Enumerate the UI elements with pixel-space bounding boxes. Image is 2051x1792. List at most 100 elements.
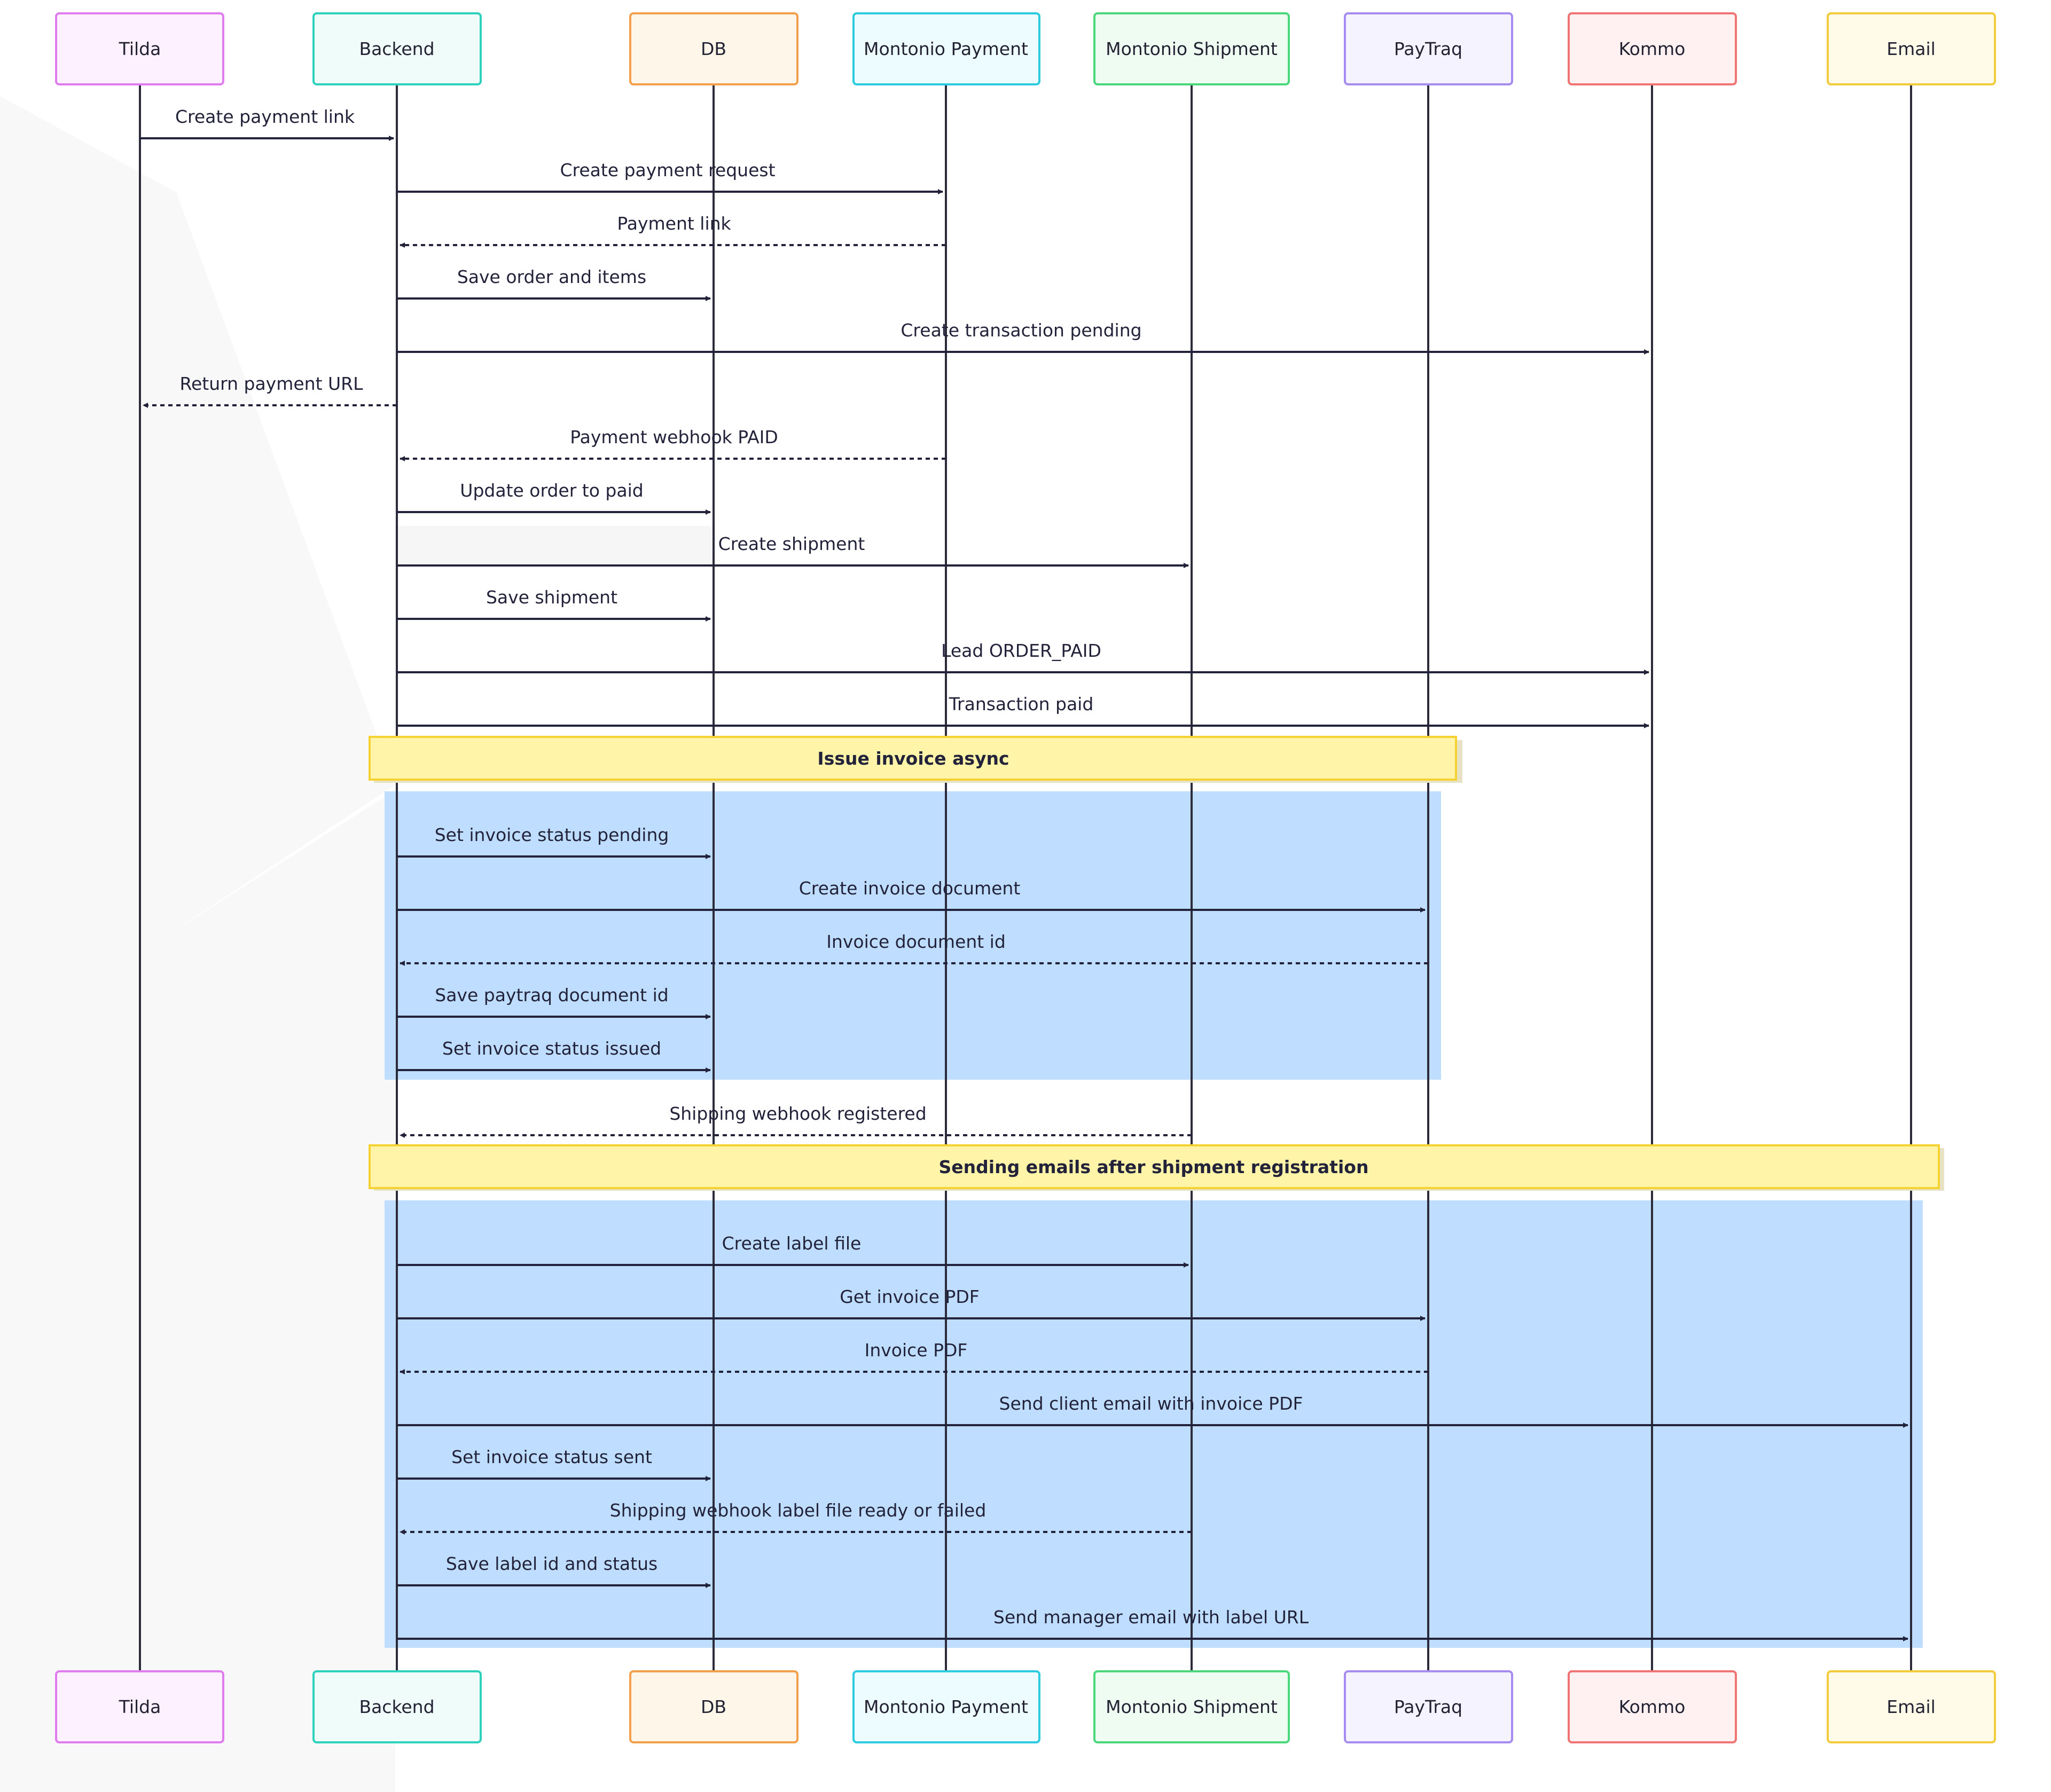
message-transaction-paid: Transaction paid (397, 694, 1649, 728)
message-label: Shipping webhook registered (669, 1103, 926, 1124)
message-create-label-file: Create label file (397, 1233, 1189, 1268)
note-issue-invoice-label: Issue invoice async (817, 748, 1009, 769)
actor-paytraq-top[interactable]: PayTraq (1344, 12, 1513, 85)
actor-label: Kommo (1619, 1696, 1686, 1717)
actor-montonio-payment-top[interactable]: Montonio Payment (852, 12, 1040, 85)
actor-db-bottom[interactable]: DB (629, 1670, 799, 1743)
message-shipping-webhook-label: Shipping webhook label file ready or fai… (400, 1500, 1192, 1535)
actor-box (312, 1670, 482, 1743)
message-invoice-pdf: Invoice PDF (400, 1340, 1428, 1374)
actor-label: Tilda (119, 38, 161, 59)
message-create-payment-request: Create payment request (397, 160, 943, 194)
actor-label: Tilda (119, 1696, 161, 1717)
background-hexagon-shape (0, 96, 395, 940)
message-label: Create label file (722, 1233, 862, 1254)
actor-label: Montonio Payment (864, 38, 1028, 59)
message-label: Get invoice PDF (840, 1286, 980, 1307)
actor-backend-top[interactable]: Backend (312, 12, 482, 85)
actor-label: DB (701, 38, 726, 59)
message-lead-order-paid: Lead ORDER_PAID (397, 640, 1649, 675)
message-label: Send client email with invoice PDF (999, 1393, 1303, 1414)
message-update-order-to-paid: Update order to paid (397, 480, 711, 515)
message-create-payment-link: Create payment link (140, 106, 394, 141)
message-label: Return payment URL (180, 373, 364, 394)
actor-box (1093, 1670, 1290, 1743)
message-label: Set invoice status sent (451, 1447, 652, 1467)
message-label: Payment webhook PAID (570, 427, 778, 447)
actor-email-bottom[interactable]: Email (1827, 1670, 1996, 1743)
message-label: Set invoice status issued (442, 1038, 661, 1059)
actor-label: Montonio Shipment (1106, 38, 1278, 59)
message-send-client-email: Send client email with invoice PDF (397, 1393, 1908, 1428)
actor-box (1344, 12, 1513, 85)
actor-label: PayTraq (1394, 1696, 1462, 1717)
actor-box (55, 12, 224, 85)
message-create-invoice-document: Create invoice document (397, 878, 1426, 913)
actor-montonio-shipment-bottom[interactable]: Montonio Shipment (1093, 1670, 1290, 1743)
actor-box (1827, 1670, 1996, 1743)
actor-label: PayTraq (1394, 38, 1462, 59)
actor-label: Backend (359, 1696, 434, 1717)
message-set-invoice-status-issued: Set invoice status issued (397, 1038, 711, 1073)
actor-label: Kommo (1619, 38, 1686, 59)
message-save-order-and-items: Save order and items (397, 266, 711, 301)
actor-email-top[interactable]: Email (1827, 12, 1996, 85)
actor-tilda-top[interactable]: Tilda (55, 12, 224, 85)
message-label: Create transaction pending (901, 320, 1141, 341)
message-payment-link: Payment link (400, 213, 946, 248)
actor-label: DB (701, 1696, 726, 1717)
message-save-paytraq-document-id: Save paytraq document id (397, 985, 711, 1019)
message-label: Update order to paid (460, 480, 643, 501)
actor-label: Montonio Payment (864, 1696, 1028, 1717)
message-create-transaction-pending: Create transaction pending (397, 320, 1649, 355)
message-label: Save order and items (457, 266, 646, 287)
actor-tilda-bottom[interactable]: Tilda (55, 1670, 224, 1743)
actor-montonio-payment-bottom[interactable]: Montonio Payment (852, 1670, 1040, 1743)
actor-box (312, 12, 482, 85)
message-save-shipment: Save shipment (397, 587, 711, 622)
actor-box (1568, 1670, 1737, 1743)
note-issue-invoice-box (369, 736, 1457, 781)
message-label: Create shipment (718, 533, 865, 554)
actor-paytraq-bottom[interactable]: PayTraq (1344, 1670, 1513, 1743)
messages: Create payment link Create payment reque… (140, 106, 1908, 1641)
actor-box (1827, 12, 1996, 85)
message-send-manager-email: Send manager email with label URL (397, 1607, 1908, 1641)
message-label: Set invoice status pending (435, 824, 669, 845)
message-payment-webhook-paid: Payment webhook PAID (400, 427, 946, 461)
background-hexagon-shape-lower (0, 790, 395, 1581)
actor-box (852, 1670, 1040, 1743)
message-label: Shipping webhook label file ready or fai… (610, 1500, 987, 1521)
background-light-band (395, 526, 716, 563)
actor-box (1568, 12, 1737, 85)
message-save-label-id-and-status: Save label id and status (397, 1553, 711, 1588)
actor-label: Backend (359, 38, 434, 59)
message-label: Save paytraq document id (435, 985, 668, 1005)
actor-db-top[interactable]: DB (629, 12, 799, 85)
actor-box (1344, 1670, 1513, 1743)
message-set-invoice-status-sent: Set invoice status sent (397, 1447, 711, 1481)
actor-box (629, 1670, 799, 1743)
actor-box (852, 12, 1040, 85)
message-label: Lead ORDER_PAID (941, 640, 1101, 661)
message-label: Create invoice document (799, 878, 1021, 899)
message-label: Invoice PDF (865, 1340, 968, 1361)
actor-kommo-top[interactable]: Kommo (1568, 12, 1737, 85)
actors-top: Tilda Backend DB Montonio Payment Monton… (55, 12, 1996, 85)
actor-backend-bottom[interactable]: Backend (312, 1670, 482, 1743)
actor-kommo-bottom[interactable]: Kommo (1568, 1670, 1737, 1743)
message-return-payment-url: Return payment URL (143, 373, 397, 408)
actor-box (1093, 12, 1290, 85)
message-label: Create payment link (175, 106, 355, 127)
actor-box (629, 12, 799, 85)
message-get-invoice-pdf: Get invoice PDF (397, 1286, 1426, 1321)
message-label: Save shipment (486, 587, 617, 608)
note-sending-emails: Sending emails after shipment registrati… (369, 1144, 1944, 1191)
message-label: Send manager email with label URL (993, 1607, 1309, 1628)
actor-montonio-shipment-top[interactable]: Montonio Shipment (1093, 12, 1290, 85)
message-label: Save label id and status (446, 1553, 657, 1574)
actor-label: Email (1886, 38, 1936, 59)
group-issue-invoice (385, 791, 1441, 1080)
message-set-invoice-status-pending: Set invoice status pending (397, 824, 711, 859)
message-label: Create payment request (560, 160, 775, 180)
